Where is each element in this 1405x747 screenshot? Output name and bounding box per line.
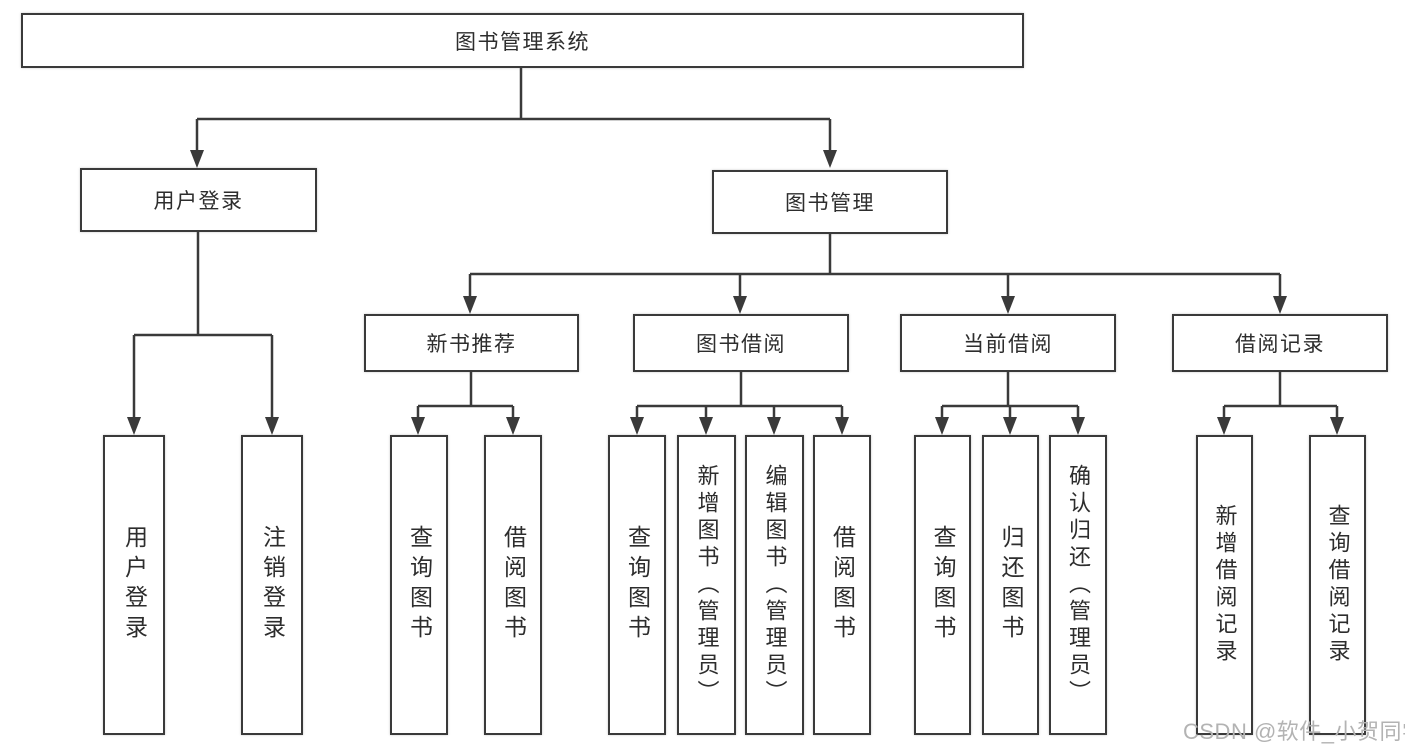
node-new-book-recommend: 新书推荐	[364, 314, 579, 372]
node-label: 用户登录	[153, 190, 244, 213]
node-label: 用户登录	[121, 525, 148, 645]
leaf-edit-book-admin: 编辑图书（管理员）	[745, 435, 804, 735]
node-label: 注销登录	[259, 525, 286, 645]
node-label: 查询图书	[930, 525, 956, 645]
node-label: 查询借阅记录	[1325, 504, 1351, 666]
leaf-return-books: 归还图书	[982, 435, 1039, 735]
node-label: 借阅记录	[1235, 333, 1325, 356]
node-label: 当前借阅	[963, 333, 1053, 356]
leaf-add-borrow-record: 新增借阅记录	[1196, 435, 1253, 735]
node-label: 借阅图书	[500, 525, 527, 645]
leaf-confirm-return-admin: 确认归还（管理员）	[1049, 435, 1107, 735]
leaf-borrow-books-1: 借阅图书	[484, 435, 542, 735]
node-label: 图书借阅	[696, 333, 786, 356]
node-root-system: 图书管理系统	[21, 13, 1024, 68]
arrowheads	[127, 150, 1344, 435]
csdn-watermark: CSDN @软件_小贺同学	[1183, 719, 1405, 744]
node-label: 新增图书（管理员）	[694, 463, 720, 707]
node-label: 图书管理	[785, 192, 875, 215]
leaf-logout: 注销登录	[241, 435, 303, 735]
node-book-management: 图书管理	[712, 170, 948, 234]
leaf-query-books-2: 查询图书	[608, 435, 666, 735]
node-label: 借阅图书	[829, 525, 856, 645]
node-label: 新增借阅记录	[1212, 504, 1238, 666]
leaf-query-books-1: 查询图书	[390, 435, 448, 735]
node-book-borrowing: 图书借阅	[633, 314, 849, 372]
leaf-query-borrow-record: 查询借阅记录	[1309, 435, 1366, 735]
node-label: 归还图书	[998, 525, 1024, 645]
node-label: 新书推荐	[426, 333, 517, 356]
node-current-borrowing: 当前借阅	[900, 314, 1116, 372]
leaf-add-book-admin: 新增图书（管理员）	[677, 435, 736, 735]
node-borrowing-records: 借阅记录	[1172, 314, 1388, 372]
leaf-user-login: 用户登录	[103, 435, 165, 735]
node-label: 查询图书	[406, 525, 433, 645]
node-label: 编辑图书（管理员）	[762, 463, 788, 707]
leaf-borrow-books-2: 借阅图书	[813, 435, 871, 735]
node-label: 确认归还（管理员）	[1066, 463, 1091, 707]
node-label: 查询图书	[624, 525, 651, 645]
node-user-login-module: 用户登录	[80, 168, 317, 232]
node-label: 图书管理系统	[455, 30, 590, 54]
leaf-query-books-3: 查询图书	[914, 435, 971, 735]
